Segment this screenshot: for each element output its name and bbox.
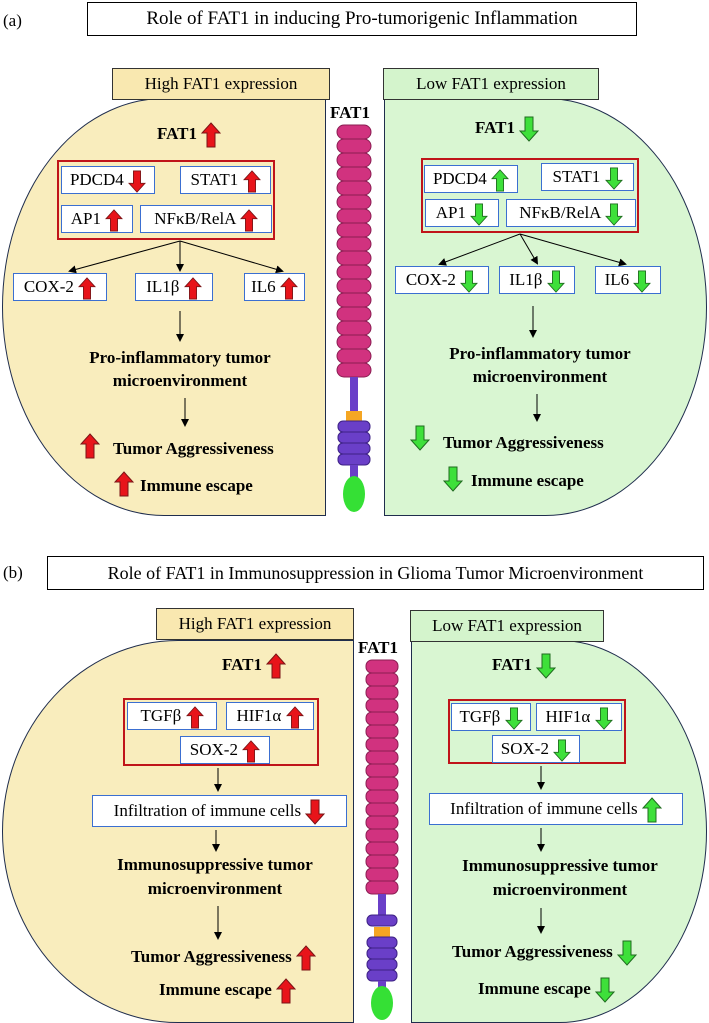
- receptor-extracellular-segments: [365, 659, 399, 895]
- panel-a-high-target-il6: IL6: [244, 273, 305, 301]
- panel-b-high-outcome-line1: Immunosuppressive tumor: [117, 855, 313, 874]
- up-arrow-icon: [286, 706, 304, 729]
- down-arrow-icon: [595, 977, 615, 1003]
- panel-b-low-factor-tgfb: TGFβ: [451, 703, 531, 731]
- panel-b-high-factor-hif1a: HIF1α: [226, 702, 314, 730]
- up-arrow-icon: [105, 209, 123, 232]
- down-arrow-icon: [633, 270, 651, 293]
- panel-a-low-factor-stat1: STAT1: [541, 163, 634, 191]
- panel-a-low-factor-group: [421, 158, 639, 233]
- panel-b-high-header: High FAT1 expression: [156, 608, 354, 640]
- panel-a-title: Role of FAT1 in inducing Pro-tumorigenic…: [87, 2, 637, 36]
- down-arrow-icon: [536, 653, 556, 679]
- panel-b-high-outcome-line2: microenvironment: [147, 879, 283, 898]
- up-arrow-icon: [243, 170, 261, 193]
- panel-a-high-target-il1b: IL1β: [135, 273, 213, 301]
- panel-b-low-factor-sox2: SOX-2: [492, 735, 580, 763]
- receptor-intracellular-segments: [366, 914, 398, 982]
- down-arrow-icon: [305, 799, 325, 825]
- panel-a-high-factor-nfkb: NFκB/RelA: [140, 205, 272, 233]
- panel-a-label: (a): [3, 11, 22, 30]
- panel-b-low-factor-hif1a: HIF1α: [536, 703, 622, 731]
- down-arrow-icon: [547, 270, 565, 293]
- panel-a-low-outcome-line2: microenvironment: [472, 367, 608, 386]
- panel-a-high-target-cox2: COX-2: [13, 273, 107, 301]
- panel-b-low-infiltration: Infiltration of immune cells: [429, 793, 683, 825]
- panel-b-low-outcome-line2: microenvironment: [492, 880, 628, 899]
- receptor-tail: [371, 986, 393, 1020]
- up-arrow-icon: [186, 706, 204, 729]
- panel-a-low-factor-ap1: AP1: [425, 199, 499, 227]
- up-arrow-icon: [296, 945, 316, 971]
- up-arrow-icon: [184, 277, 202, 300]
- panel-a-receptor-label: FAT1: [330, 103, 370, 122]
- down-arrow-icon: [617, 940, 637, 966]
- down-arrow-icon: [470, 203, 488, 226]
- panel-b-title: Role of FAT1 in Immunosuppression in Gli…: [47, 556, 704, 590]
- down-arrow-icon: [605, 203, 623, 226]
- panel-b-high-factor-tgfb: TGFβ: [127, 702, 217, 730]
- down-arrow-icon: [605, 167, 623, 190]
- panel-a-low-target-il1b: IL1β: [499, 266, 575, 294]
- panel-b-high-factor-sox2: SOX-2: [180, 736, 270, 764]
- down-arrow-icon: [553, 739, 571, 762]
- up-arrow-icon: [240, 209, 258, 232]
- panel-a-low-aggressiveness: Tumor Aggressiveness: [443, 433, 604, 452]
- panel-a-high-fat1: FAT1: [157, 122, 221, 148]
- panel-b-low-immune: Immune escape: [478, 977, 615, 1003]
- down-arrow-icon: [505, 707, 523, 730]
- up-arrow-icon: [266, 653, 286, 679]
- up-arrow-icon: [242, 740, 260, 763]
- panel-a-low-header: Low FAT1 expression: [383, 68, 599, 100]
- panel-b-low-header: Low FAT1 expression: [410, 610, 604, 642]
- panel-b-label: (b): [3, 563, 23, 582]
- down-arrow-icon: [128, 170, 146, 193]
- panel-a-high-factor-ap1: AP1: [61, 205, 133, 233]
- panel-a-high-outcome-line1: Pro-inflammatory tumor: [89, 348, 271, 367]
- panel-a-high-header: High FAT1 expression: [112, 68, 330, 100]
- panel-a-low-outcome-line1: Pro-inflammatory tumor: [449, 344, 631, 363]
- panel-b-high-immune: Immune escape: [159, 978, 296, 1004]
- panel-b-high-fat1: FAT1: [222, 653, 286, 679]
- receptor-extracellular-segments: [336, 124, 372, 378]
- panel-a-high-aggressiveness: Tumor Aggressiveness: [113, 439, 274, 458]
- up-arrow-icon: [276, 978, 296, 1004]
- panel-a-low-immune: Immune escape: [471, 471, 584, 490]
- panel-a-high-immune: Immune escape: [140, 476, 253, 495]
- up-arrow-icon: [114, 471, 134, 497]
- up-arrow-icon: [642, 797, 662, 823]
- receptor-tail: [343, 476, 365, 512]
- down-arrow-icon: [443, 466, 463, 492]
- up-arrow-icon: [201, 122, 221, 148]
- up-arrow-icon: [78, 277, 96, 300]
- up-arrow-icon: [280, 277, 298, 300]
- panel-b-high-aggressiveness: Tumor Aggressiveness: [131, 945, 316, 971]
- panel-a-high-factor-stat1: STAT1: [180, 166, 271, 194]
- panel-a-low-target-il6: IL6: [595, 266, 661, 294]
- panel-b-low-outcome-line1: Immunosuppressive tumor: [462, 856, 658, 875]
- panel-a-high-factor-pdcd4: PDCD4: [61, 166, 155, 194]
- panel-a-low-factor-nfkb: NFκB/RelA: [506, 199, 636, 227]
- panel-a-low-target-cox2: COX-2: [395, 266, 489, 294]
- receptor-intracellular-segments: [337, 420, 371, 466]
- panel-a-low-fat1: FAT1: [475, 116, 539, 142]
- panel-b-high-factor-group: [123, 698, 319, 766]
- down-arrow-icon: [410, 425, 430, 451]
- panel-b-low-factor-group: [448, 699, 626, 764]
- panel-a-low-factor-pdcd4: PDCD4: [424, 165, 518, 193]
- panel-b-low-fat1: FAT1: [492, 653, 556, 679]
- panel-a-high-region: [2, 98, 326, 516]
- panel-b-high-infiltration: Infiltration of immune cells: [92, 795, 347, 827]
- panel-b-receptor-label: FAT1: [358, 638, 398, 657]
- up-arrow-icon: [80, 433, 100, 459]
- down-arrow-icon: [595, 707, 613, 730]
- panel-a-high-outcome-line2: microenvironment: [112, 371, 248, 390]
- panel-b-low-aggressiveness: Tumor Aggressiveness: [452, 940, 637, 966]
- panel-a-high-factor-group: [57, 160, 275, 240]
- up-arrow-icon: [491, 169, 509, 192]
- down-arrow-icon: [519, 116, 539, 142]
- down-arrow-icon: [460, 270, 478, 293]
